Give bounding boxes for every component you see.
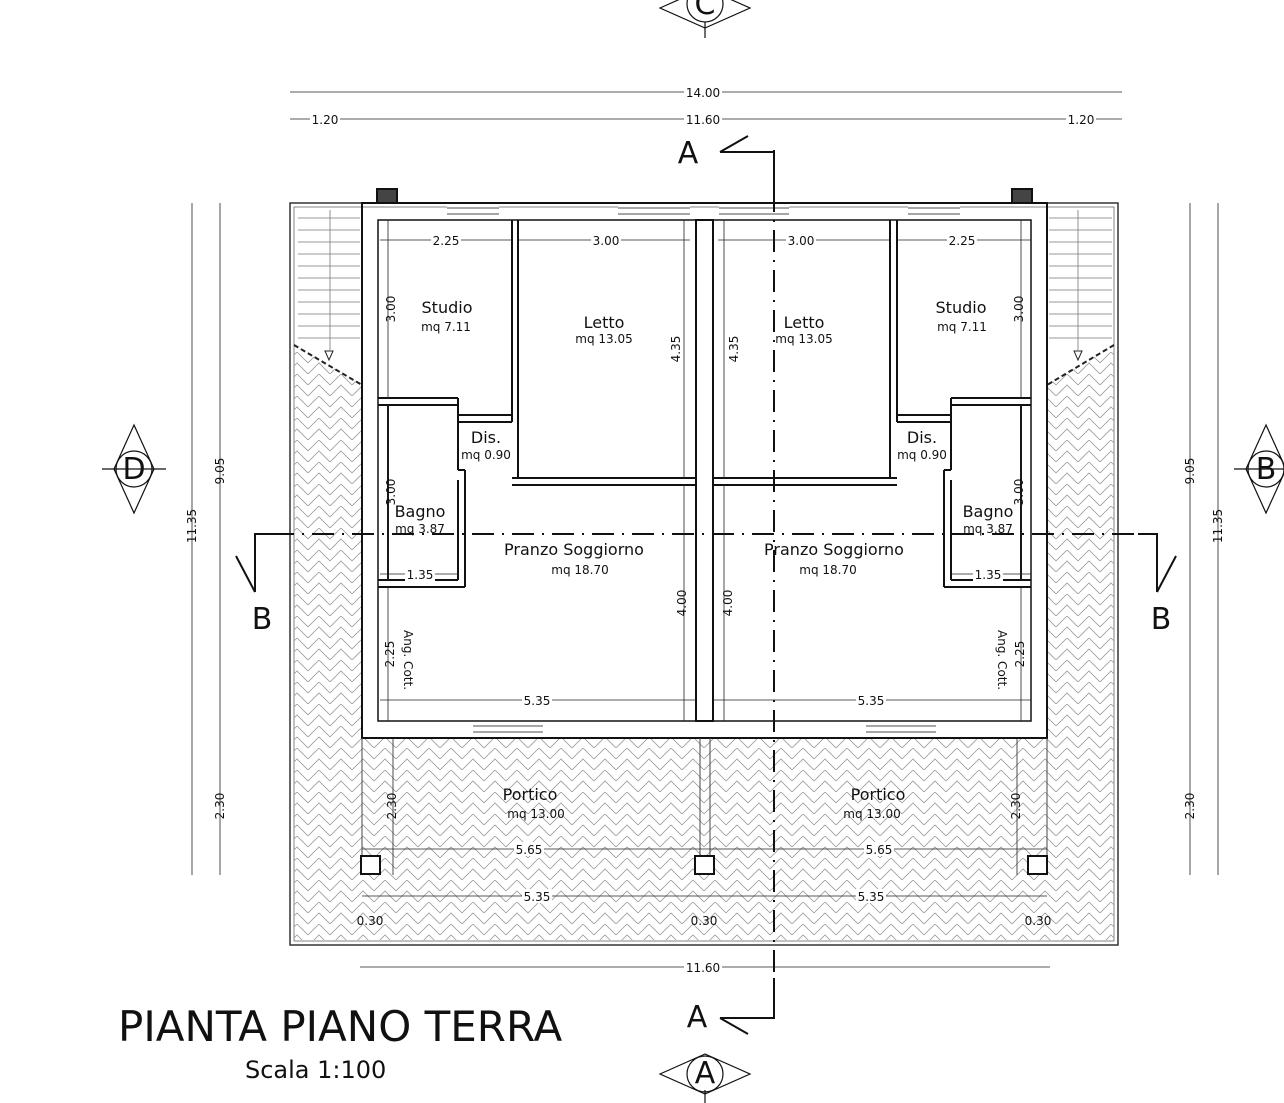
room-studio-left: Studio [422,298,473,317]
pillar-center [694,855,715,875]
interior-walls [378,220,1031,588]
room-bagno-right: Bagno [963,502,1014,521]
area-pranzo-right: mq 18.70 [799,563,856,577]
dim-living-left-w: 5.35 [524,694,551,708]
dim-ang-left-h: 2.25 [383,641,397,668]
dim-portico-depth-left: 2.30 [213,793,227,820]
dim-total-depth-left: 11.35 [185,509,199,543]
section-lines [235,135,1177,1035]
dim-portico-left-d: 2.30 [385,793,399,820]
room-bagno-left: Bagno [395,502,446,521]
dim-pillar-center: 0.30 [691,914,718,928]
area-pranzo-left: mq 18.70 [551,563,608,577]
marker-d: D [122,452,145,487]
portico-structure [360,738,1048,875]
dim-living-right-w: 5.35 [858,694,885,708]
marker-b-right: B [1256,452,1277,487]
area-studio-right: mq 7.11 [937,320,987,334]
room-pranzo-right: Pranzo Soggiorno [764,540,904,559]
room-dis-right: Dis. [907,428,937,447]
drawing-scale: Scala 1:100 [245,1056,386,1084]
room-ang-right: Ang. Cott. [995,630,1009,690]
dim-studio-right-w: 2.25 [949,234,976,248]
room-ang-left: Ang. Cott. [401,630,415,690]
dim-pranzo-left-h: 4.00 [675,590,689,617]
section-a-bottom: A [687,1000,708,1035]
dim-total-depth-right: 11.35 [1211,509,1225,543]
room-portico-left: Portico [503,785,558,804]
dim-bagno-left-w: 1.35 [407,568,434,582]
dim-pranzo-right-h: 4.00 [721,590,735,617]
dim-margin-left: 1.20 [312,113,339,127]
dim-portico-right-span: 5.65 [866,843,893,857]
dim-bottom-width: 11.60 [686,961,720,975]
dim-pillar-gap-left: 5.35 [524,890,551,904]
dim-studio-right-h: 3.00 [1012,296,1026,323]
dim-letto-left-w: 3.00 [593,234,620,248]
drawing-title: PIANTA PIANO TERRA [118,1002,562,1051]
pillar-left [360,855,381,875]
area-letto-right: mq 13.05 [775,332,832,346]
dim-pillar-right: 0.30 [1025,914,1052,928]
dim-inner-width: 11.60 [686,113,720,127]
room-studio-right: Studio [936,298,987,317]
dim-ang-right-h: 2.25 [1013,641,1027,668]
room-dis-left: Dis. [471,428,501,447]
marker-c: C [695,0,716,22]
dim-letto-right-w: 3.00 [788,234,815,248]
dim-total-width: 14.00 [686,86,720,100]
dim-studio-left-h: 3.00 [384,296,398,323]
room-letto-right: Letto [784,313,825,332]
dimension-texts: 14.00 1.20 11.60 1.20 11.60 2.25 3.00 3.… [185,85,1225,975]
elevation-markers [102,0,1284,1103]
dim-house-depth-left: 9.05 [213,458,227,485]
dim-portico-depth-right: 2.30 [1183,793,1197,820]
room-portico-right: Portico [851,785,906,804]
area-dis-left: mq 0.90 [461,448,511,462]
dim-pillar-gap-right: 5.35 [858,890,885,904]
dim-bagno-left-h: 3.00 [384,479,398,506]
area-bagno-right: mq 3.87 [963,522,1013,536]
dim-margin-right: 1.20 [1068,113,1095,127]
dim-portico-left-span: 5.65 [516,843,543,857]
section-b-left: B [252,602,273,637]
area-portico-left: mq 13.00 [507,807,564,821]
stairs-left [298,210,360,350]
area-bagno-left: mq 3.87 [395,522,445,536]
dim-bagno-right-w: 1.35 [975,568,1002,582]
room-letto-left: Letto [584,313,625,332]
dim-house-depth-right: 9.05 [1183,458,1197,485]
dim-letto-left-h: 4.35 [669,336,683,363]
stairs-right [1049,210,1112,350]
dim-studio-left-w: 2.25 [433,234,460,248]
dim-pillar-left: 0.30 [357,914,384,928]
room-pranzo-left: Pranzo Soggiorno [504,540,644,559]
section-b-right: B [1151,602,1172,637]
area-dis-right: mq 0.90 [897,448,947,462]
marker-a-bottom: A [695,1056,716,1091]
area-portico-right: mq 13.00 [843,807,900,821]
area-letto-left: mq 13.05 [575,332,632,346]
area-studio-left: mq 7.11 [421,320,471,334]
room-labels: Studio mq 7.11 Letto mq 13.05 Dis. mq 0.… [395,298,1014,821]
section-a-top: A [678,136,699,171]
dim-bagno-right-h: 3.00 [1012,479,1026,506]
pillar-right [1027,855,1048,875]
dim-portico-right-d: 2.30 [1009,793,1023,820]
dim-letto-right-h: 4.35 [727,336,741,363]
walls [361,188,1048,739]
